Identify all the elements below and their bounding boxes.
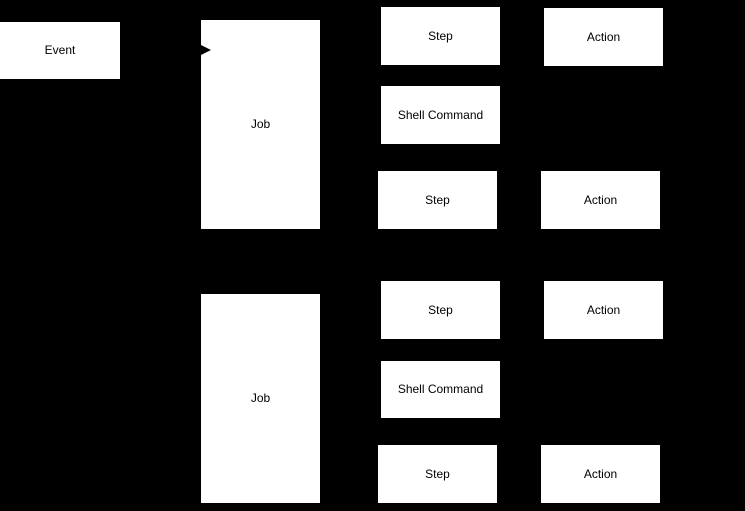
action-node-top-1: Action bbox=[544, 8, 663, 66]
step-node-bottom-1: Step bbox=[381, 281, 500, 339]
event-node: Event bbox=[0, 22, 120, 79]
action-node-top-2: Action bbox=[541, 171, 660, 229]
action-node-top-2-label: Action bbox=[583, 192, 618, 207]
job-node-top-label: Job bbox=[250, 117, 271, 132]
action-node-bottom-2: Action bbox=[541, 445, 660, 503]
step-node-bottom-1-label: Step bbox=[428, 302, 453, 317]
step-node-top-1-label: Step bbox=[428, 28, 453, 43]
step-node-top-1: Step bbox=[381, 7, 500, 65]
job-node-top: Job bbox=[201, 20, 320, 229]
step-node-bottom-2-label: Step bbox=[425, 466, 450, 481]
event-node-label: Event bbox=[44, 43, 76, 58]
step-node-bottom-2: Step bbox=[378, 445, 497, 503]
shell-command-node-top: Shell Command bbox=[381, 86, 500, 144]
action-node-bottom-2-label: Action bbox=[583, 466, 618, 481]
shell-command-node-bottom: Shell Command bbox=[381, 361, 500, 418]
shell-command-node-bottom-label: Shell Command bbox=[397, 382, 484, 397]
action-node-bottom-1: Action bbox=[544, 281, 663, 339]
action-node-bottom-1-label: Action bbox=[586, 302, 621, 317]
arrow-right-icon bbox=[198, 45, 211, 55]
shell-command-node-top-label: Shell Command bbox=[397, 107, 484, 122]
job-node-bottom-label: Job bbox=[250, 391, 271, 406]
job-node-bottom: Job bbox=[201, 294, 320, 503]
step-node-top-2-label: Step bbox=[425, 192, 450, 207]
action-node-top-1-label: Action bbox=[586, 29, 621, 44]
step-node-top-2: Step bbox=[378, 171, 497, 229]
